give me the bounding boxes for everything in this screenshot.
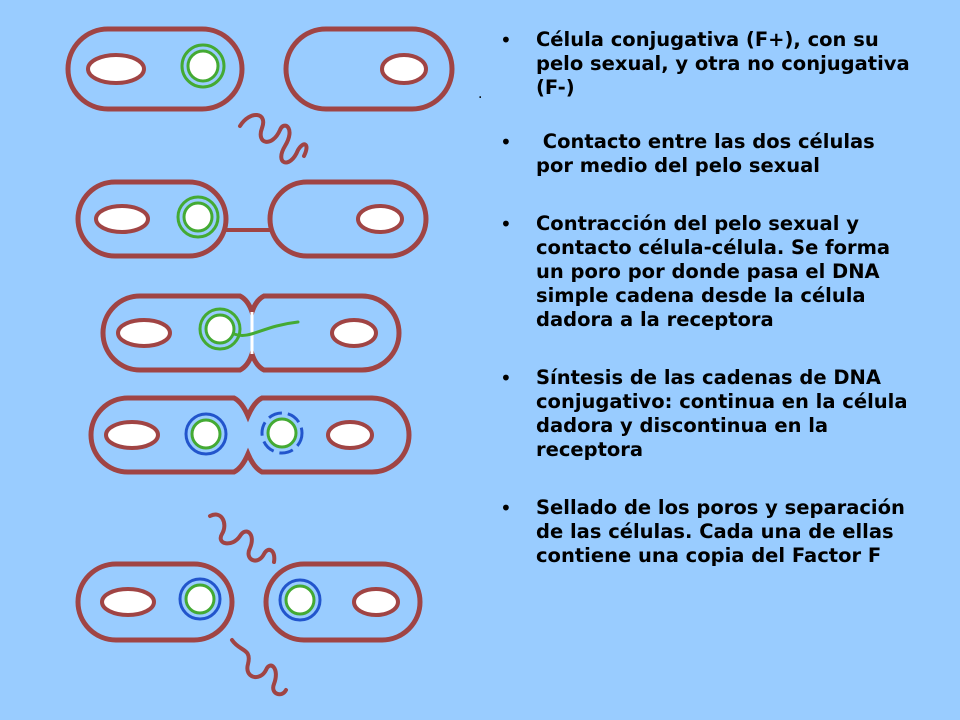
step-2-text: Contacto entre las dos células por medio…	[496, 130, 916, 178]
f-plasmid-inner	[186, 49, 220, 83]
pilus-top	[208, 512, 277, 564]
donor-nucleoid	[86, 53, 146, 85]
f-plasmid-inner	[204, 313, 236, 345]
f-plasmid-outer	[176, 195, 220, 239]
donor-nucleoid	[94, 204, 150, 234]
recipient-nucleoid	[330, 318, 378, 348]
donor-plasmid-blue	[184, 412, 228, 456]
stage-1	[65, 26, 455, 165]
step-1-text: Célula conjugativa (F+), con su pelo sex…	[496, 28, 916, 100]
stage-5	[75, 512, 423, 697]
stray-dot: .	[478, 86, 483, 102]
recipient-cell	[283, 26, 455, 112]
recipient-cell	[267, 179, 429, 259]
mating-pair-cells	[88, 395, 412, 475]
recipient-nucleoid	[326, 420, 374, 450]
f-plasmid-outer	[198, 307, 242, 351]
donor-plasmid-green	[184, 583, 216, 615]
recipient-nucleoid	[380, 53, 428, 85]
step-3-text: Contracción del pelo sexual y contacto c…	[496, 212, 916, 332]
recipient-nucleoid	[352, 587, 400, 617]
ssdna-strand	[232, 320, 300, 337]
donor-cell	[65, 26, 245, 112]
donor-nucleoid	[116, 318, 172, 348]
conjugation-diagram	[65, 26, 455, 697]
stage-3	[100, 293, 402, 373]
f-plasmid-outer	[180, 43, 226, 89]
pilus-bottom	[230, 638, 288, 697]
recipient-nucleoid	[356, 204, 404, 234]
new-plasmid-green	[284, 584, 316, 616]
donor-nucleoid	[104, 420, 160, 450]
donor-plasmid-blue	[178, 577, 222, 621]
donor-plasmid-green	[190, 418, 222, 450]
step-4-text: Síntesis de las cadenas de DNA conjugati…	[496, 366, 916, 462]
donor-nucleoid	[100, 587, 156, 617]
stage-4	[88, 395, 412, 475]
new-plasmid-blue	[278, 578, 322, 622]
recipient-plasmid-green	[266, 417, 298, 449]
sex-pilus	[238, 113, 309, 165]
stage-2	[75, 179, 429, 259]
step-list: Célula conjugativa (F+), con su pelo sex…	[496, 28, 916, 568]
step-5-text: Sellado de los poros y separación de las…	[496, 496, 916, 568]
recipient-plasmid-blue-discontinuous	[260, 411, 304, 455]
f-plasmid-inner	[182, 201, 214, 233]
